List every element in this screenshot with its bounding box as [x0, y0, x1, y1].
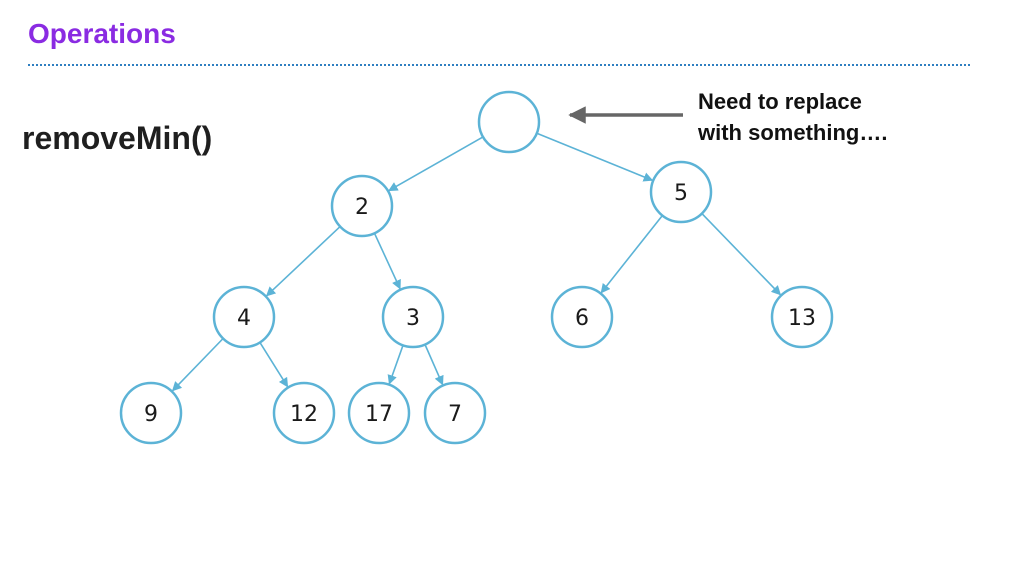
tree-node-n17: 17 — [347, 381, 411, 445]
edge-n3-n7 — [424, 344, 444, 386]
node-label: 3 — [406, 306, 420, 331]
tree-node-n5: 5 — [649, 160, 713, 224]
edge-n4-n12 — [259, 341, 289, 388]
edge-n3-n17 — [387, 345, 404, 385]
annotation-line-1: Need to replace — [698, 89, 862, 114]
node-circle — [119, 381, 183, 445]
tree-node-n12: 12 — [272, 381, 336, 445]
tree-node-n7: 7 — [423, 381, 487, 445]
tree-node-n2: 2 — [330, 174, 394, 238]
node-circle — [550, 285, 614, 349]
edge-n5-n6 — [600, 215, 664, 294]
edge-n4-n9 — [171, 337, 224, 392]
node-label: 2 — [355, 195, 369, 220]
edge-root-n5 — [536, 132, 654, 182]
operation-label: removeMin() — [22, 120, 213, 156]
tree-nodes: 2 5 4 3 6 13 9 12 17 7 — [119, 90, 834, 445]
node-label: 7 — [448, 402, 462, 427]
edge-n2-n3 — [373, 232, 401, 290]
edge-n2-n4 — [265, 226, 341, 297]
node-label: 9 — [144, 402, 158, 427]
node-circle — [272, 381, 336, 445]
node-label: 12 — [290, 402, 318, 427]
node-label: 13 — [788, 306, 816, 331]
node-circle — [423, 381, 487, 445]
annotation-line-2: with something…. — [698, 120, 888, 145]
tree-node-n13: 13 — [770, 285, 834, 349]
tree-node-n6: 6 — [550, 285, 614, 349]
node-circle — [330, 174, 394, 238]
node-circle — [212, 285, 276, 349]
node-circle — [477, 90, 541, 154]
annotation-note: Need to replace with something…. — [698, 86, 978, 148]
tree-node-root — [477, 90, 541, 154]
node-label: 4 — [237, 306, 251, 331]
node-label: 5 — [674, 181, 688, 206]
tree-node-n4: 4 — [212, 285, 276, 349]
node-label: 17 — [365, 402, 393, 427]
node-circle — [347, 381, 411, 445]
edge-root-n2 — [388, 136, 484, 192]
node-label: 6 — [575, 306, 589, 331]
slide-title: Operations — [28, 18, 176, 49]
node-circle — [649, 160, 713, 224]
edge-n5-n13 — [701, 213, 782, 296]
tree-node-n3: 3 — [381, 285, 445, 349]
node-circle — [381, 285, 445, 349]
node-circle — [770, 285, 834, 349]
tree-node-n9: 9 — [119, 381, 183, 445]
title-divider — [28, 64, 970, 66]
tree-edges — [171, 132, 782, 392]
